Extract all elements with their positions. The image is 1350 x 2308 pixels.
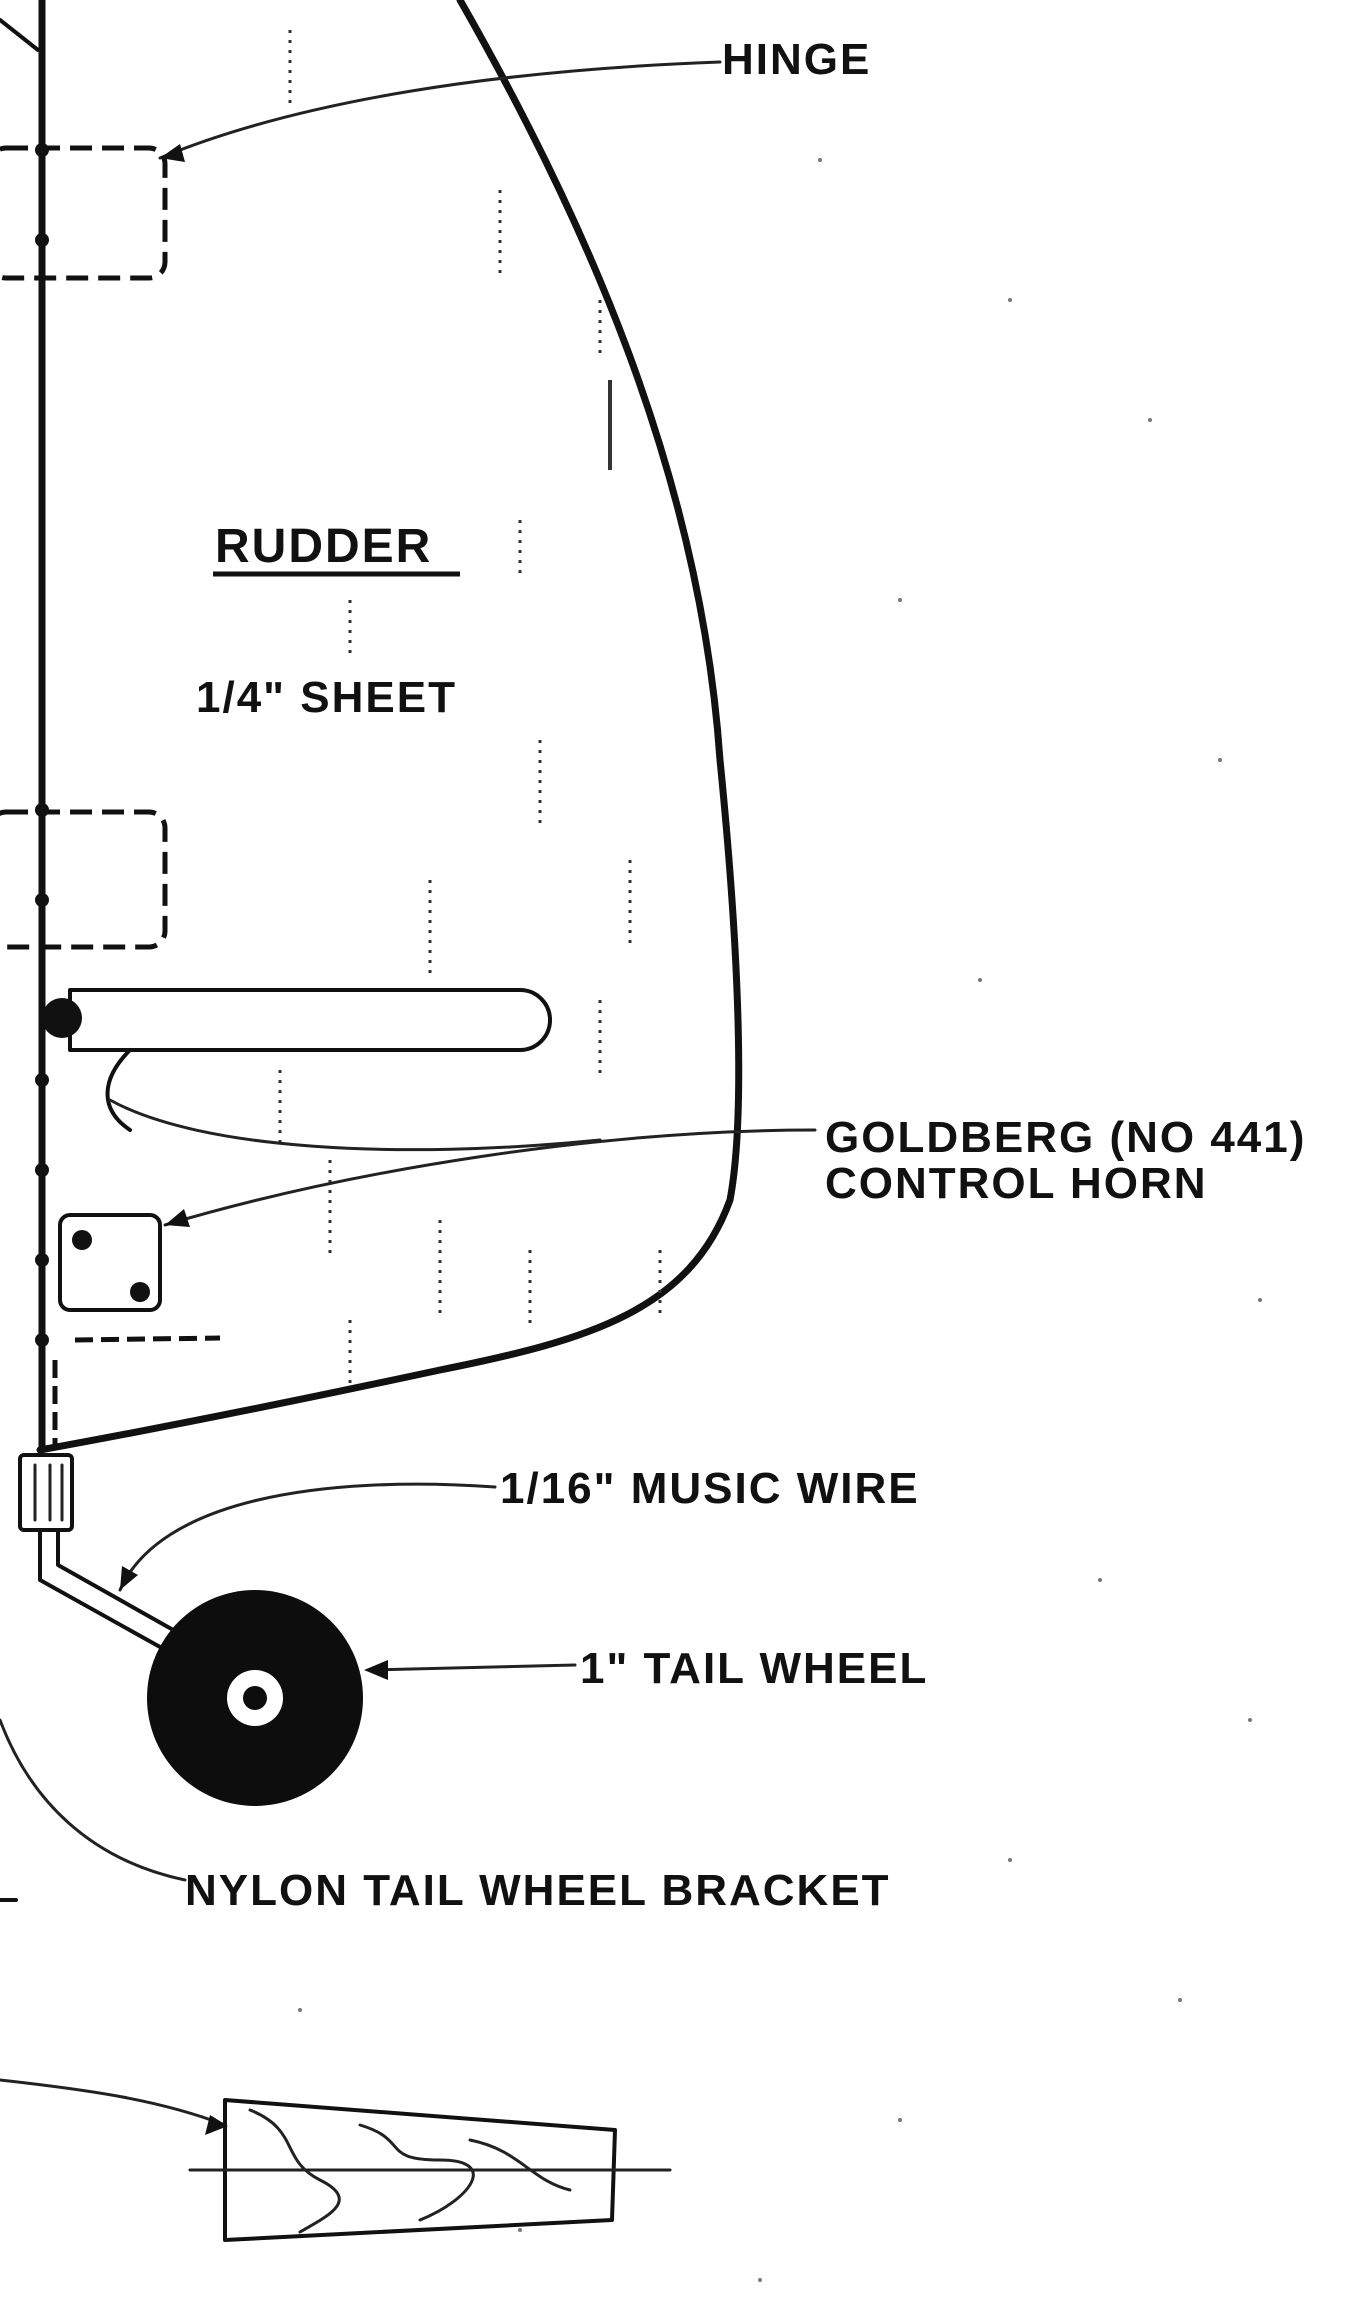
hinge-lower xyxy=(0,809,168,950)
hinge-arrow xyxy=(160,144,185,162)
horn-screw-2 xyxy=(130,1282,150,1302)
rudder-outline xyxy=(36,0,743,1454)
wheel-axle xyxy=(243,1686,267,1710)
music-wire-label: 1/16" MUSIC WIRE xyxy=(500,1464,920,1513)
music-wire-arrow xyxy=(120,1566,138,1590)
horn-arrow xyxy=(165,1209,190,1227)
horn-pin xyxy=(74,1335,221,1343)
music-wire-leader xyxy=(118,1482,497,1592)
hinge-label: HINGE xyxy=(722,35,871,84)
bottom-block-leader xyxy=(0,2078,227,2127)
rudder-label: RUDDER xyxy=(215,520,432,573)
control-arm-slot xyxy=(68,988,552,1052)
bottom-block-arrow xyxy=(205,2115,228,2135)
tail-wheel-label: 1" TAIL WHEEL xyxy=(580,1644,928,1693)
horn-screw-1 xyxy=(72,1230,92,1250)
fin-edge xyxy=(0,18,40,52)
horn-label-line1: GOLDBERG (NO 441) xyxy=(825,1113,1306,1162)
horn-leader xyxy=(163,1128,817,1227)
bracket-label: NYLON TAIL WHEEL BRACKET xyxy=(185,1866,891,1915)
bracket-hatch xyxy=(33,1463,64,1522)
hinge-upper xyxy=(0,145,168,281)
hinge-leader xyxy=(158,60,722,160)
wood-grain xyxy=(278,30,662,1390)
bracket-leader xyxy=(0,1718,187,1882)
tail-wheel-arrow xyxy=(364,1660,388,1680)
block-grain xyxy=(248,2108,572,2234)
wooden-block xyxy=(223,2098,617,2242)
tail-wheel-bracket xyxy=(18,1453,74,1532)
tail-wheel-leader xyxy=(368,1663,577,1672)
arm-leader xyxy=(108,1098,602,1152)
control-horn xyxy=(58,1213,162,1312)
paper-speckle xyxy=(298,158,1262,2282)
control-cable xyxy=(105,1048,132,1132)
sheet-label: 1/4" SHEET xyxy=(196,673,457,722)
horn-label-line2: CONTROL HORN xyxy=(825,1159,1208,1208)
pivot-bolt xyxy=(42,998,82,1038)
